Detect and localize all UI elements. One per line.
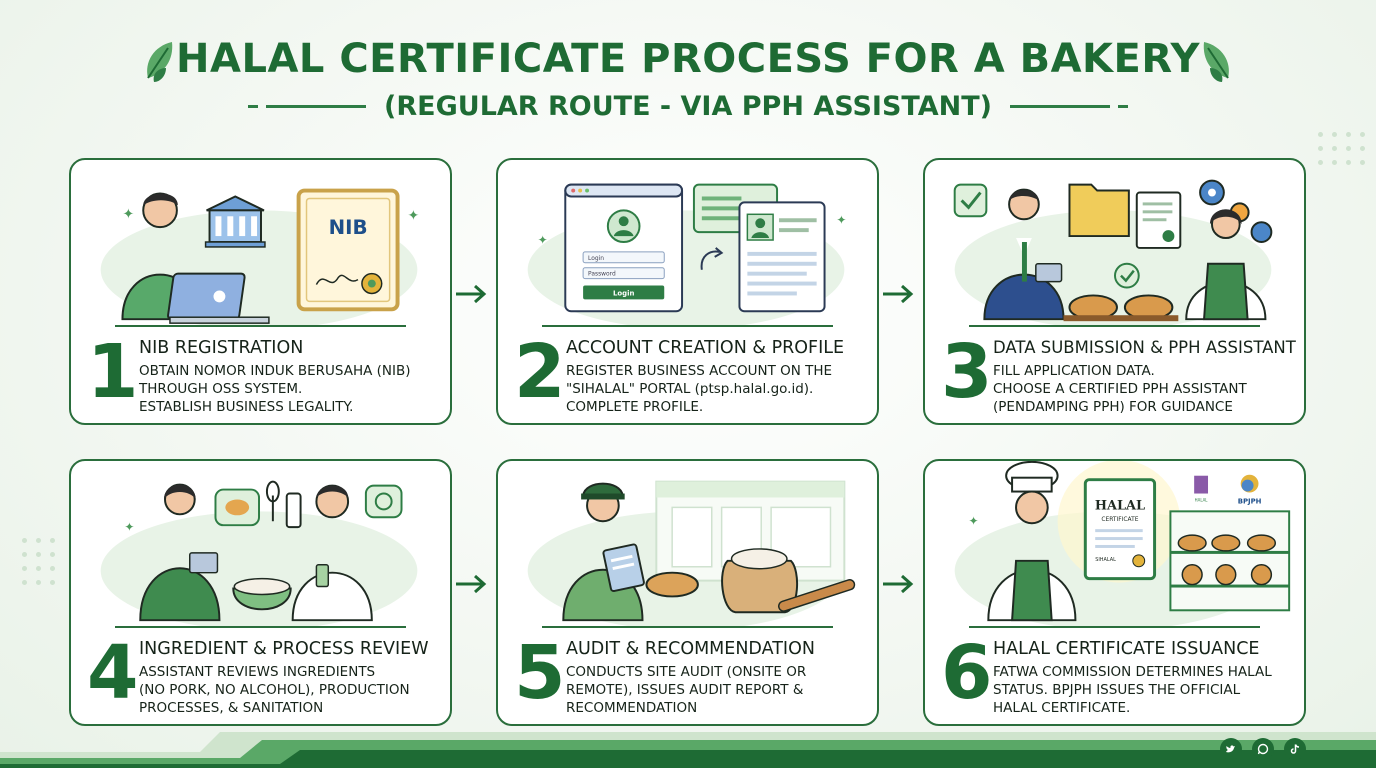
step-number: 1 [87, 329, 139, 415]
step-description-line: (NO PORK, NO ALCOHOL), PRODUCTION [139, 682, 410, 698]
arrow-right-icon [883, 574, 914, 594]
step-description-line: ASSISTANT REVIEWS INGREDIENTS [139, 664, 376, 680]
step-description-line: (PENDAMPING PPH) FOR GUIDANCE [993, 399, 1233, 415]
arrow-right-icon [456, 284, 487, 304]
step-description-line: CONDUCTS SITE AUDIT (ONSITE OR [566, 664, 807, 680]
step-description-line: PROCESSES, & SANITATION [139, 700, 324, 716]
subtitle-row: (REGULAR ROUTE - VIA PPH ASSISTANT) [0, 86, 1376, 126]
bottom-decorative-band [0, 732, 1376, 768]
svg-text:✦: ✦ [969, 514, 979, 528]
leaf-icon-right [1203, 42, 1229, 82]
step-description-line: ESTABLISH BUSINESS LEGALITY. [139, 399, 354, 415]
step-title: INGREDIENT & PROCESS REVIEW [139, 639, 429, 659]
step-description-line: HALAL CERTIFICATE. [993, 700, 1131, 716]
subtitle-rule-left [248, 104, 367, 108]
step-description-line: REMOTE), ISSUES AUDIT REPORT & [566, 682, 804, 698]
step-description-line: CHOOSE A CERTIFIED PPH ASSISTANT [993, 381, 1247, 397]
card-divider [969, 325, 1260, 327]
step-number: 4 [87, 630, 139, 716]
card-divider [969, 626, 1260, 628]
step-description-line: REGISTER BUSINESS ACCOUNT ON THE [566, 363, 833, 379]
arrow-right-icon [456, 574, 487, 594]
step-description-line: FATWA COMMISSION DETERMINES HALAL [993, 664, 1272, 680]
decor-dots-left [22, 538, 55, 585]
step-description-line: THROUGH OSS SYSTEM. [139, 381, 303, 397]
decor-dots-right [1318, 132, 1365, 165]
leaf-icon-left [147, 42, 173, 82]
government-building-icon [204, 195, 266, 248]
halal-certificate-title: HALAL [1095, 498, 1145, 513]
step-description: OBTAIN NOMOR INDUK BERUSAHA (NIB) THROUG… [139, 362, 445, 416]
step-card-4: ✦ 4 INGREDIENT & PROCESS REVIEW ASSISTAN… [69, 459, 452, 726]
page-title: HALAL CERTIFICATE PROCESS FOR A BAKERY [176, 36, 1200, 82]
step-card-2: Login Password Login ✦ ✦ 2 ACCOUNT CREAT… [496, 158, 879, 425]
step-card-3: 3 DATA SUBMISSION & PPH ASSISTANT FILL A… [923, 158, 1306, 425]
bpjph-logo-label: BPJPH [1238, 497, 1262, 505]
step-description-line: RECOMMENDATION [566, 700, 698, 716]
step-title: AUDIT & RECOMMENDATION [566, 639, 815, 659]
login-field: Login [588, 255, 604, 262]
step-description-line: FILL APPLICATION DATA. [993, 363, 1155, 379]
data-submission-illustration [953, 179, 1273, 325]
step-number: 6 [941, 630, 993, 716]
certificate-issuance-illustration: HALAL CERTIFICATE SIHALAL HALAL BPJPH ✦ [954, 461, 1291, 626]
step-description-line: STATUS. BPJPH ISSUES THE OFFICIAL [993, 682, 1241, 698]
step-title: HALAL CERTIFICATE ISSUANCE [993, 639, 1260, 659]
check-icon [960, 191, 982, 210]
step-description: CONDUCTS SITE AUDIT (ONSITE OR REMOTE), … [566, 663, 872, 717]
svg-text:✦: ✦ [124, 520, 134, 534]
audit-illustration [527, 480, 856, 626]
account-creation-illustration: Login Password Login ✦ ✦ [527, 183, 846, 325]
card-divider [115, 325, 406, 327]
svg-text:✦: ✦ [538, 233, 548, 247]
halal-logo-label: HALAL [1195, 497, 1209, 502]
page-subtitle: (REGULAR ROUTE - VIA PPH ASSISTANT) [384, 90, 992, 122]
sihalal-label: SIHALAL [1095, 557, 1116, 563]
login-button: Login [613, 289, 634, 297]
step-card-6: HALAL CERTIFICATE SIHALAL HALAL BPJPH ✦ … [923, 459, 1306, 726]
step-description-line: OBTAIN NOMOR INDUK BERUSAHA (NIB) [139, 363, 411, 379]
subtitle-rule-right [1009, 104, 1128, 108]
twitter-icon[interactable] [1220, 738, 1242, 760]
step-title: ACCOUNT CREATION & PROFILE [566, 338, 845, 358]
step-description: FILL APPLICATION DATA. CHOOSE A CERTIFIE… [993, 362, 1299, 416]
nib-certificate-label: NIB [329, 216, 368, 239]
step-description: REGISTER BUSINESS ACCOUNT ON THE "SIHALA… [566, 362, 872, 416]
card-divider [542, 325, 833, 327]
card-divider [115, 626, 406, 628]
password-field: Password [588, 271, 616, 278]
svg-text:✦: ✦ [122, 205, 134, 221]
step-title: DATA SUBMISSION & PPH ASSISTANT [993, 338, 1296, 357]
svg-text:✦: ✦ [836, 213, 846, 227]
step-description-line: COMPLETE PROFILE. [566, 399, 704, 415]
arrow-right-icon [883, 284, 914, 304]
halal-certificate-subtitle: CERTIFICATE [1101, 516, 1138, 523]
ingredient-review-illustration: ✦ [100, 480, 418, 626]
step-description: ASSISTANT REVIEWS INGREDIENTS (NO PORK, … [139, 663, 445, 717]
step-number: 2 [514, 329, 566, 415]
step-card-1: NIB ✦ ✦ 1 NIB REGISTRATION OBTAIN NOMOR … [69, 158, 452, 425]
whatsapp-icon[interactable] [1252, 738, 1274, 760]
nib-registration-illustration: NIB ✦ ✦ [100, 188, 419, 325]
step-number: 3 [941, 329, 993, 415]
step-title: NIB REGISTRATION [139, 338, 304, 358]
tiktok-icon[interactable] [1284, 738, 1306, 760]
step-card-5: 5 AUDIT & RECOMMENDATION CONDUCTS SITE A… [496, 459, 879, 726]
step-description: FATWA COMMISSION DETERMINES HALAL STATUS… [993, 663, 1299, 717]
step-number: 5 [514, 630, 566, 716]
card-divider [542, 626, 833, 628]
svg-text:✦: ✦ [407, 207, 419, 223]
step-description-line: "SIHALAL" PORTAL (ptsp.halal.go.id). [566, 381, 814, 397]
